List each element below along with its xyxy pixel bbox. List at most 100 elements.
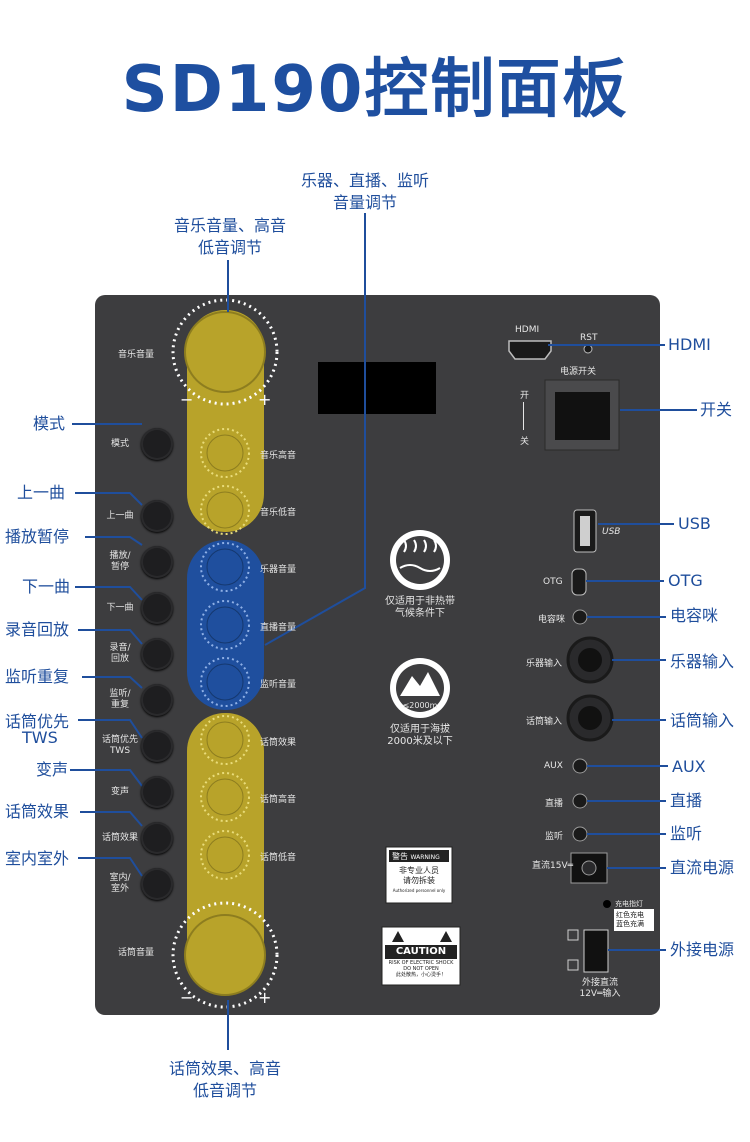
knob-label: 音乐高音 (260, 451, 297, 461)
leader-lines (70, 213, 697, 1050)
callout-mode: 模式 (33, 414, 66, 433)
callout-line2: 低音调节 (192, 1081, 257, 1100)
callout-mic-priority: 话筒优先 (5, 712, 70, 731)
switch-off-label: 关 (520, 437, 530, 447)
button-label: 变声 (110, 787, 129, 797)
callout-usb: USB (678, 514, 711, 533)
hdmi-label: HDMI (515, 325, 540, 335)
mic-plus: + (258, 988, 272, 1007)
indoor-outdoor-button[interactable] (141, 868, 173, 900)
callout-monitor: 监听 (670, 824, 703, 843)
callout-next: 下一曲 (22, 577, 71, 596)
callout-otg: OTG (668, 571, 703, 590)
music-minus: − (180, 390, 194, 409)
knob-label: 乐器音量 (260, 565, 297, 575)
knob-label: 音乐低音 (260, 508, 297, 518)
condenser-mic-label: 电容咪 (538, 615, 566, 625)
callout-line1: 乐器、直播、监听 (300, 171, 429, 190)
ext-power-port (583, 929, 609, 973)
callout-play-pause: 播放暂停 (5, 527, 70, 546)
button-label: 上一曲 (106, 511, 134, 521)
music-volume-scale (171, 298, 279, 406)
callout-instrument-volume: 乐器、直播、监听 音量调节 (280, 170, 450, 214)
condenser-mic-jack (572, 609, 588, 625)
charge-info-box (614, 909, 654, 931)
power-switch-label: 电源开关 (560, 367, 597, 377)
otg-label: OTG (543, 577, 563, 587)
otg-port (571, 568, 587, 596)
altitude-badge: ≤2000m (402, 701, 438, 710)
mic-volume-knob (184, 914, 266, 996)
callout-line1: 话筒效果、高音 (168, 1059, 281, 1078)
button-label: 下一曲 (106, 603, 134, 613)
display-window (318, 362, 436, 414)
rst-label: RST (580, 333, 598, 343)
callout-condenser-mic: 电容咪 (670, 606, 719, 625)
callout-voice-change: 变声 (36, 760, 69, 779)
switch-arrow (523, 402, 524, 430)
voice-change-button[interactable] (141, 776, 173, 808)
callout-aux: AUX (672, 757, 706, 776)
button-label: 室内/室外 (109, 873, 131, 894)
callout-music-volume: 音乐音量、高音 低音调节 (150, 215, 310, 259)
callout-indoor-outdoor: 室内室外 (5, 849, 70, 868)
callout-mic-input: 话筒输入 (670, 711, 735, 730)
mic-volume-scale (171, 901, 279, 1009)
callout-mic-effect-btn: 话筒效果 (5, 802, 70, 821)
callout-monitor-repeat: 监听重复 (5, 667, 70, 686)
altitude-text: 仅适用于海拔 2000米及以下 (387, 724, 453, 747)
callout-tws: TWS (22, 728, 58, 747)
mic-volume-label: 话筒音量 (118, 948, 155, 958)
callout-mic-effect: 话筒效果、高音 低音调节 (145, 1058, 305, 1102)
hdmi-port (508, 340, 552, 360)
music-volume-label: 音乐音量 (118, 350, 155, 360)
callout-line2: 音量调节 (332, 193, 397, 212)
callout-instrument-input: 乐器输入 (670, 652, 735, 671)
callout-ext-power: 外接电源 (670, 940, 735, 959)
switch-on-label: 开 (520, 391, 530, 401)
mic-effect-button[interactable] (141, 822, 173, 854)
knob-label: 监听音量 (260, 680, 297, 690)
button-label: 播放/暂停 (109, 551, 131, 572)
aux-jack (572, 758, 588, 774)
mic-minus: − (180, 988, 194, 1007)
next-track-button[interactable] (141, 592, 173, 624)
button-label: 监听/重复 (109, 689, 131, 710)
instrument-input-label: 乐器输入 (526, 659, 563, 669)
live-label: 直播 (545, 799, 564, 809)
play-pause-button[interactable] (141, 546, 173, 578)
tropical-text: 仅适用于非热带 气候条件下 (385, 596, 455, 619)
button-label: 录音/回放 (109, 643, 131, 664)
caution-title: CAUTION (395, 946, 447, 957)
prev-track-button[interactable] (141, 500, 173, 532)
callout-prev: 上一曲 (17, 483, 66, 502)
callout-line1: 音乐音量、高音 (173, 216, 286, 235)
monitor-repeat-button[interactable] (141, 684, 173, 716)
caution-text: RISK OF ELECTRIC SHOCK DO NOT OPEN 此处散热，… (388, 960, 454, 978)
button-label: 话筒效果 (101, 833, 138, 843)
music-plus: + (258, 390, 272, 409)
monitor-jack (572, 826, 588, 842)
button-label: 模式 (110, 439, 129, 449)
callout-record: 录音回放 (5, 620, 70, 639)
page-title: SD190控制面板 (121, 53, 629, 127)
knob-label: 话筒低音 (260, 853, 297, 863)
music-volume-knob (184, 311, 266, 393)
warning-title: 警告 WARNING (392, 852, 440, 861)
charge-light-label: 充电指灯 (615, 900, 643, 908)
mic-priority-tws-button[interactable] (141, 730, 173, 762)
callout-switch: 开关 (700, 400, 733, 419)
callout-live: 直播 (670, 791, 703, 810)
mode-button[interactable] (141, 428, 173, 460)
power-switch (555, 392, 610, 440)
ext-power-label: 外接直流 12V═输入 (579, 978, 621, 999)
knob-label: 话筒效果 (260, 738, 297, 748)
record-playback-button[interactable] (141, 638, 173, 670)
charge-led (603, 900, 611, 908)
callout-hdmi: HDMI (668, 335, 711, 354)
aux-label: AUX (544, 761, 563, 771)
live-jack (572, 793, 588, 809)
rst-hole (583, 344, 593, 354)
usb-logo-text: USB (602, 527, 621, 537)
